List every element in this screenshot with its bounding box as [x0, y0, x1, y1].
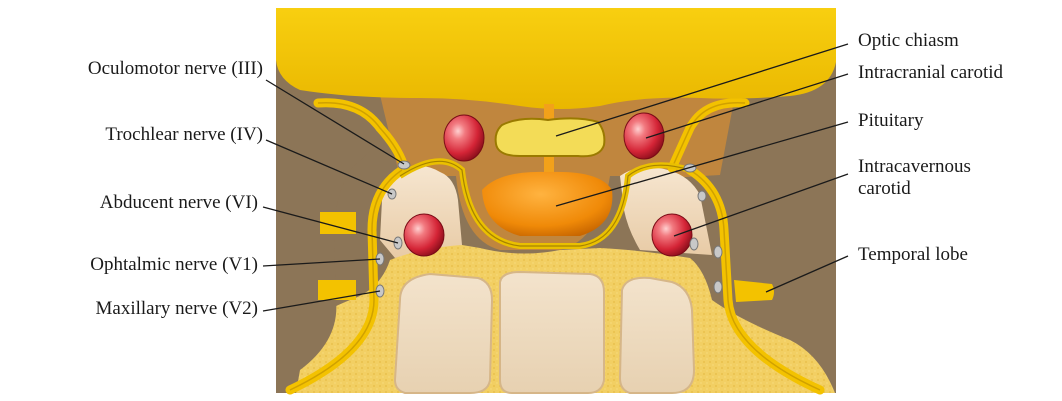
sphenoid-cavity-left: [395, 274, 492, 393]
optic-chiasm: [496, 118, 605, 156]
left-intracavernous-carotid: [404, 214, 444, 256]
right-intracranial-carotid: [624, 113, 664, 159]
label-temporal-lobe: Temporal lobe: [858, 244, 968, 266]
right-maxillary-nerve: [714, 281, 722, 293]
right-trochlear-nerve: [698, 191, 706, 201]
right-abducent-nerve: [690, 238, 698, 250]
left-intracranial-carotid: [444, 115, 484, 161]
label-intracranial-carotid: Intracranial carotid: [858, 62, 1003, 84]
sphenoid-cavity-right: [620, 278, 694, 393]
label-ophthalmic-nerve: Ophtalmic nerve (V1): [90, 254, 258, 276]
label-pituitary: Pituitary: [858, 110, 923, 132]
label-intracavernous-carotid-line1: Intracavernous: [858, 156, 971, 178]
brain-mass: [276, 8, 836, 109]
label-oculomotor-nerve: Oculomotor nerve (III): [88, 58, 263, 80]
sphenoid-cavity-center: [500, 272, 604, 393]
right-ophthalmic-nerve: [714, 246, 722, 258]
label-intracavernous-carotid-line2: carotid: [858, 178, 911, 200]
right-intracavernous-carotid: [652, 214, 692, 256]
pituitary-gland: [482, 172, 612, 236]
label-maxillary-nerve: Maxillary nerve (V2): [96, 298, 259, 320]
label-trochlear-nerve: Trochlear nerve (IV): [105, 124, 263, 146]
label-abducent-nerve: Abducent nerve (VI): [100, 192, 258, 214]
label-optic-chiasm: Optic chiasm: [858, 30, 959, 52]
